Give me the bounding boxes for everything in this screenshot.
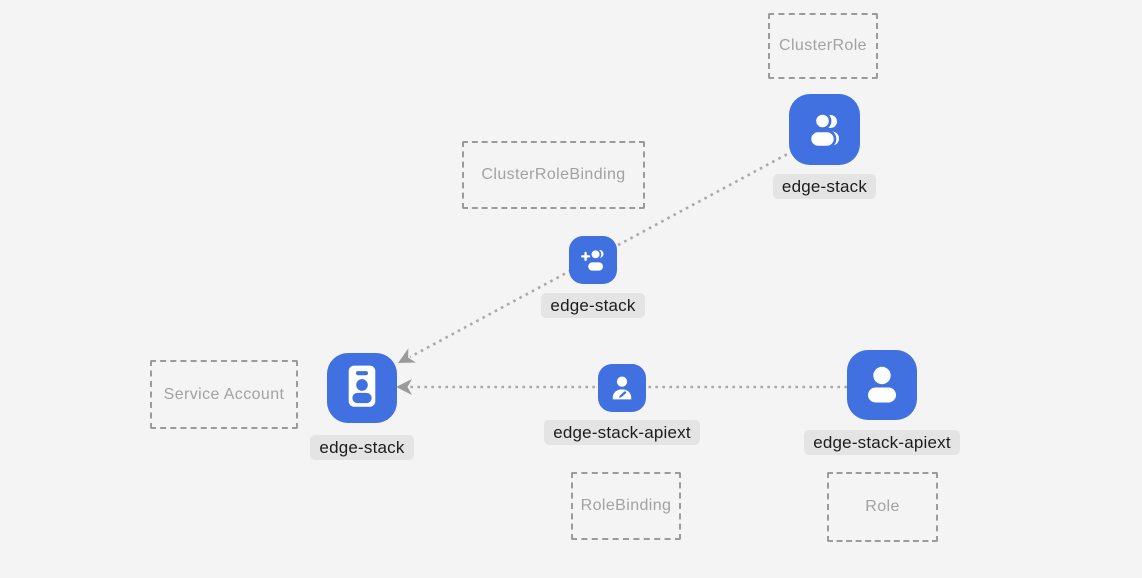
user-edit-icon (598, 364, 646, 412)
type-box-label: ClusterRole (779, 37, 867, 54)
type-box-cluster-role: ClusterRole (768, 13, 878, 79)
users-icon (789, 94, 860, 165)
node-clusterrolebinding-edge-stack: edge-stack (541, 236, 645, 318)
type-box-service-account: Service Account (150, 360, 298, 429)
node-label: edge-stack (310, 435, 414, 460)
node-role-edge-stack-apiext: edge-stack-apiext (804, 350, 960, 455)
type-box-role: Role (827, 472, 938, 542)
type-box-label: Role (865, 498, 900, 515)
node-label: edge-stack-apiext (544, 420, 700, 445)
node-rolebinding-edge-stack-apiext: edge-stack-apiext (544, 364, 700, 445)
user-icon (847, 350, 917, 420)
node-label: edge-stack-apiext (804, 430, 960, 455)
user-plus-icon (569, 236, 617, 284)
type-box-label: RoleBinding (580, 497, 672, 514)
arrowhead-clusterrole-to-serviceaccount (398, 348, 416, 363)
id-badge-icon (327, 353, 397, 423)
type-box-label: ClusterRoleBinding (481, 166, 626, 183)
node-label: edge-stack (772, 174, 877, 199)
node-clusterrole-edge-stack: edge-stack (772, 94, 877, 199)
node-label: edge-stack (541, 293, 645, 318)
node-serviceaccount-edge-stack: edge-stack (310, 353, 414, 460)
arrowhead-role-to-serviceaccount (396, 379, 412, 395)
type-box-cluster-role-binding: ClusterRoleBinding (462, 141, 645, 209)
type-box-role-binding: RoleBinding (571, 472, 681, 540)
type-box-label: Service Account (163, 385, 285, 403)
